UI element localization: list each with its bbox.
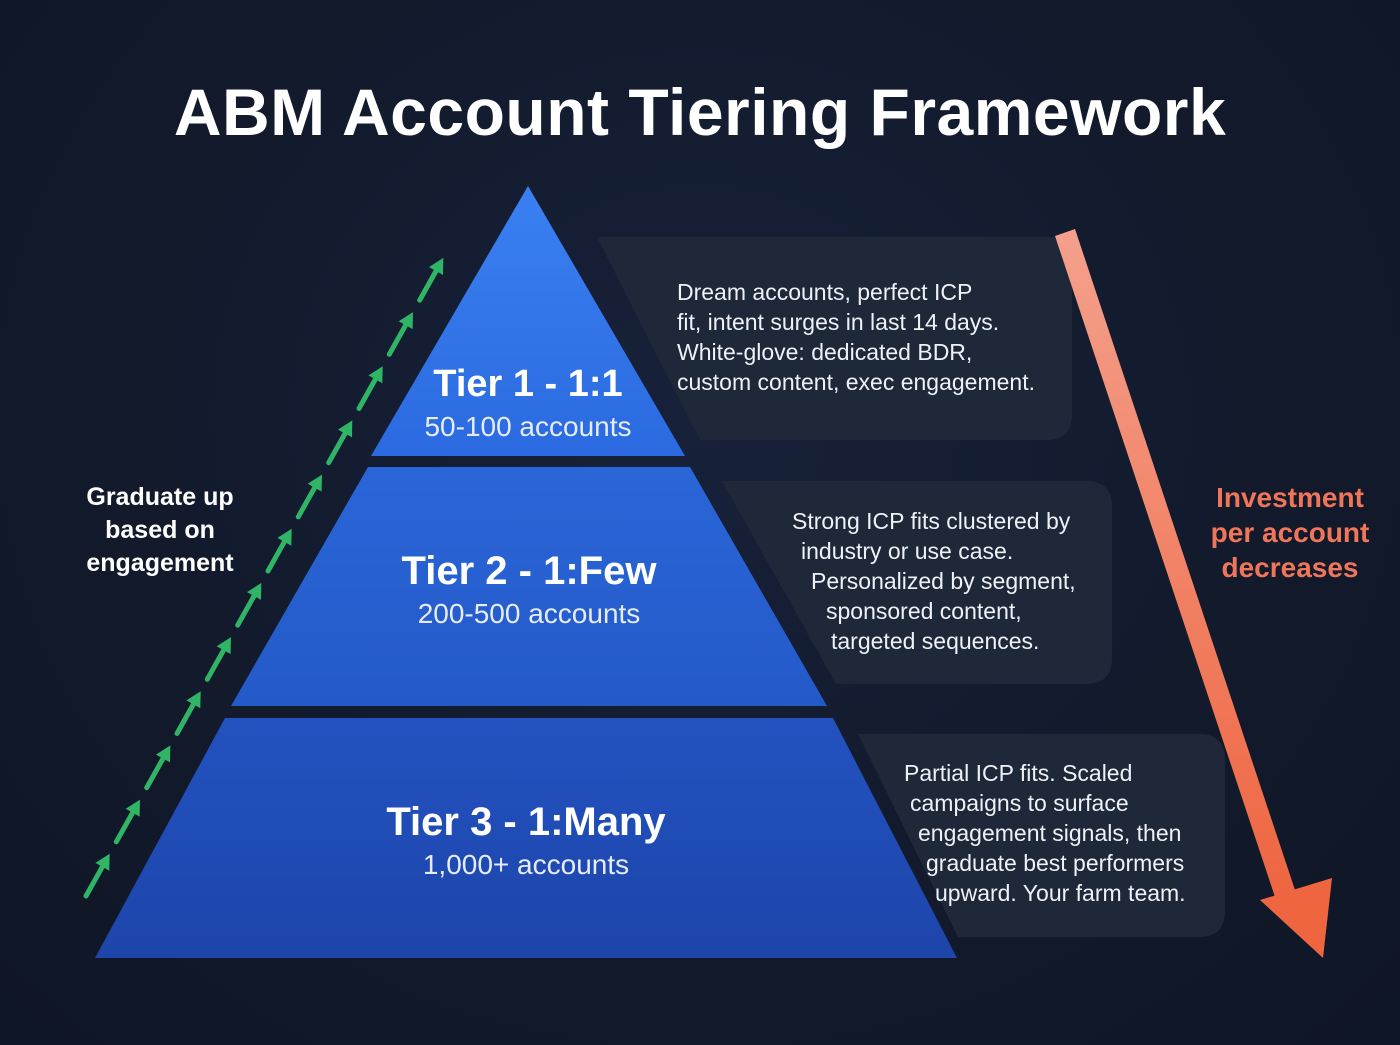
graduate-up-label-line: based on [105,516,215,544]
tier-2-description-line: Personalized by segment, [811,568,1076,594]
tier-1-description-line: fit, intent surges in last 14 days. [677,309,1000,335]
tier-1-name: Tier 1 - 1:1 [433,363,623,405]
tier-1-segment [371,186,685,456]
arrow-segment [265,535,289,574]
tier-1-description-card [597,237,1072,440]
tier-1-description: Dream accounts, perfect ICP fit, intent … [677,277,1035,397]
investment-label-line: per account [1210,517,1370,548]
tier-3-segment [95,718,957,958]
arrow-head [186,691,201,709]
tier-2-name: Tier 2 - 1:Few [401,549,657,593]
arrow-head [95,853,110,871]
graduate-up-label-line: engagement [86,549,234,577]
arrow-head [125,799,140,817]
investment-label: Investment per account decreases [1192,480,1388,585]
up-arrow-chain-icon [83,257,444,899]
arrow-head [368,366,383,384]
tier-1-description-line: Dream accounts, perfect ICP [677,279,973,305]
arrow-segment [174,698,198,736]
arrow-head [338,420,353,438]
arrow-head [247,582,262,600]
tier-3-name: Tier 3 - 1:Many [386,800,666,844]
tier-3-count: 1,000+ accounts [422,849,630,880]
arrow-segment [235,590,259,628]
graduate-up-label-line: Graduate up [86,483,234,511]
arrow-head [398,312,413,330]
arrow-segment [417,265,441,303]
arrow-segment [113,806,138,845]
tier-3-description-line: campaigns to surface [910,790,1129,816]
arrow-head [307,474,322,492]
tier-3-description-card [858,734,1225,937]
diagram-title: ABM Account Tiering Framework [173,75,1227,149]
arrow-head [156,745,171,763]
arrow-segment [356,373,380,411]
arrow-head [429,257,444,275]
investment-label-line: Investment [1216,482,1364,513]
tier-3-description-line: engagement signals, then [918,820,1182,846]
tier-2-description-card [722,481,1112,684]
arrow-segment [144,752,168,791]
tier-2-description-line: industry or use case. [801,538,1014,564]
tier-1-count: 50-100 accounts [424,411,632,442]
arrow-segment [204,644,229,682]
tier-3-description-line: Partial ICP fits. Scaled [904,760,1133,786]
arrow-head [277,528,292,546]
tier-3-description-line: graduate best performers [926,850,1185,876]
tier-2-description-line: Strong ICP fits clustered by [792,508,1071,534]
arrow-segment [386,319,411,357]
investment-label-line: decreases [1221,552,1359,583]
tier-2-segment [231,467,827,706]
tier-2-description-line: targeted sequences. [831,628,1040,654]
arrow-segment [83,860,107,899]
tier-3-description-line: upward. Your farm team. [935,880,1186,906]
arrow-head [216,637,231,655]
arrow-segment [295,481,320,520]
down-arrow-icon [1055,229,1332,958]
arrow-segment [326,427,350,466]
tier-1-description-line: custom content, exec engagement. [677,369,1035,395]
tier-1-description-line: White-glove: dedicated BDR, [677,339,973,365]
graduate-up-label: Graduate up based on engagement [60,481,260,580]
tier-2-description-line: sponsored content, [826,598,1022,624]
tier-2-count: 200-500 accounts [417,598,641,629]
